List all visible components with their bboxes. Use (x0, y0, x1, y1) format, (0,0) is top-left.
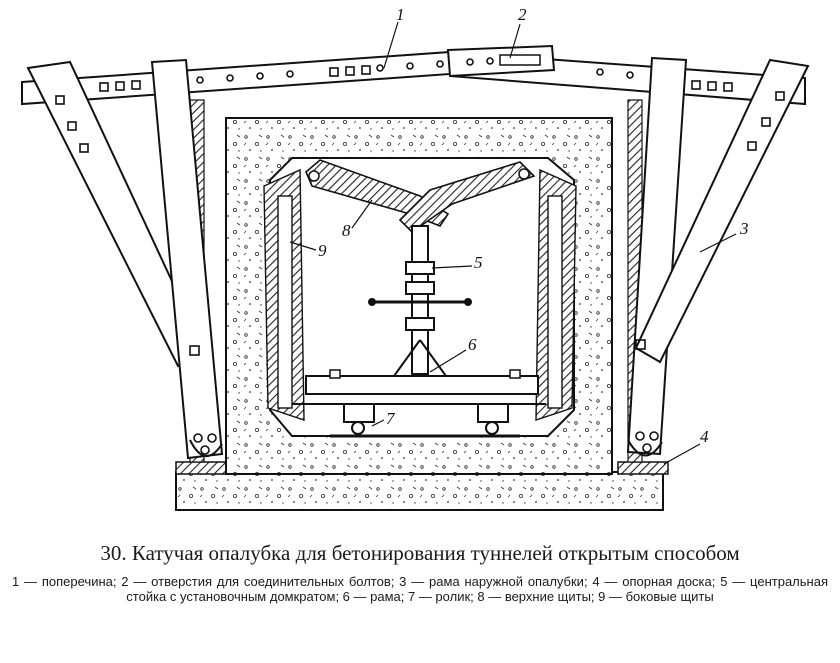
jack-collar-bottom (405, 281, 435, 295)
hinge-right (518, 168, 530, 180)
leader-lines (289, 21, 737, 465)
outer-frame-right-vertical (626, 56, 688, 456)
leg-foot-left (189, 439, 223, 457)
frame-bracket-right (509, 369, 521, 379)
callout-5: 5 (474, 253, 483, 272)
frame-bracket-left (329, 369, 341, 379)
roller-left (351, 421, 365, 435)
caption-legend: 1 — поперечина; 2 — отверстия для соедин… (12, 574, 828, 604)
callout-7: 7 (386, 409, 396, 428)
figure-caption: 30. Катучая опалубка для бетонирования т… (12, 542, 828, 604)
outer-frame-right-diagonal (634, 58, 810, 364)
side-panel-right-stiffener (547, 195, 563, 409)
leg-foot-right (627, 439, 663, 457)
hinge-left (308, 170, 320, 182)
callout-9: 9 (318, 241, 327, 260)
roller-bracket-right (477, 403, 509, 423)
caption-title: 30. Катучая опалубка для бетонирования т… (100, 541, 740, 565)
formwork-diagram: 1 2 3 4 5 6 7 8 9 (21, 5, 810, 511)
jack-nut (405, 317, 435, 331)
central-post (411, 225, 429, 375)
roller-bracket-left (343, 403, 375, 423)
support-board-right (617, 461, 669, 475)
carriage-frame (305, 375, 539, 395)
tunnel-concrete-body (225, 117, 613, 475)
leg-holes (55, 91, 785, 455)
jack-handle-knob-left (368, 298, 376, 306)
post-struts (393, 339, 447, 377)
callout-2: 2 (518, 5, 527, 24)
foundation-slab (175, 471, 664, 511)
bolt-slot (499, 54, 541, 66)
callout-6: 6 (468, 335, 477, 354)
side-panel-left-stiffener (277, 195, 293, 409)
callout-8: 8 (342, 221, 351, 240)
callout-1: 1 (396, 5, 405, 24)
support-board-left (175, 461, 231, 475)
outer-frame-left-vertical (150, 58, 224, 460)
jack-collar-top (405, 261, 435, 275)
callout-3: 3 (739, 219, 749, 238)
roller-right (485, 421, 499, 435)
jack-handle-knob-right (464, 298, 472, 306)
callout-4: 4 (700, 427, 709, 446)
